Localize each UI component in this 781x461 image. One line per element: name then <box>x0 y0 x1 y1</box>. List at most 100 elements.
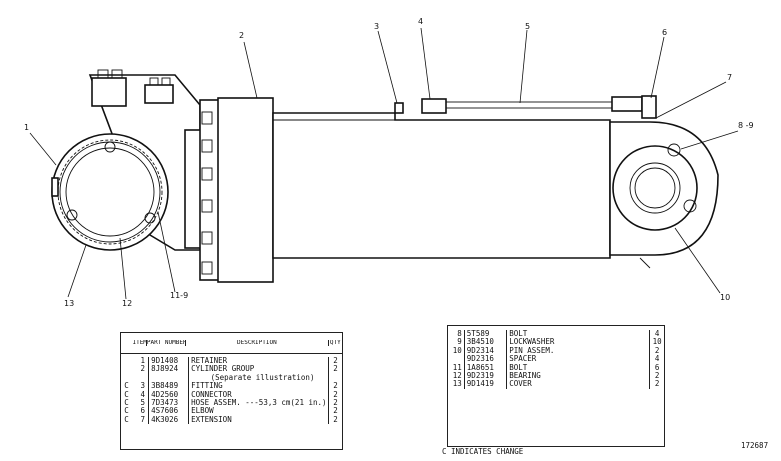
part-description: CYLINDER GROUP <box>189 365 330 374</box>
part-description: COVER <box>507 380 651 389</box>
part-qty: 6 <box>654 363 660 372</box>
item-number: 2 <box>132 365 150 374</box>
part-description: BOLT <box>507 363 651 372</box>
parts-table-right: 8 5T589 BOLT 4 9 3B4510 LOCKWASHER 10 10… <box>447 325 665 447</box>
part-number: 4K3026 <box>149 415 190 425</box>
item-number: 8 <box>448 330 465 339</box>
part-description: ELBOW <box>189 407 330 416</box>
table-row: (Separate illustration) <box>121 373 342 383</box>
part-description: (Separate illustration) <box>189 373 330 383</box>
change-mark <box>121 374 132 382</box>
table-header: ITEM NO. PART NUMBER DESCRIPTION QTY <box>121 333 342 354</box>
part-description: BOLT <box>507 330 651 339</box>
retainer-ring <box>51 133 169 251</box>
table-body: 1 9D1408 RETAINER 2 2 8J8924 CYLINDER GR… <box>121 357 342 425</box>
drawing-number: 172687 <box>741 441 769 450</box>
part-qty: 2 <box>333 415 338 424</box>
change-mark: C <box>124 390 129 399</box>
part-description: LOCKWASHER <box>507 338 651 347</box>
part-qty: 2 <box>333 357 338 365</box>
part-description: CONNECTOR <box>189 390 330 399</box>
callout-5: 5 <box>525 22 530 31</box>
change-mark: C <box>124 382 129 391</box>
table-row: C 7 4K3026 EXTENSION 2 <box>121 415 342 425</box>
item-number: 5 <box>132 398 150 408</box>
part-qty: 2 <box>333 398 338 407</box>
cylinder-barrel <box>272 112 611 259</box>
part-description: RETAINER <box>189 357 330 366</box>
callout-2: 2 <box>239 31 244 40</box>
change-mark <box>121 357 132 365</box>
callout-6: 6 <box>662 28 667 37</box>
part-number: 9D2314 <box>465 346 508 356</box>
header-part: PART NUMBER <box>146 340 187 346</box>
parts-table-left: ITEM NO. PART NUMBER DESCRIPTION QTY 1 9… <box>120 332 343 450</box>
table-row: C 3 3B8489 FITTING 2 <box>121 382 342 391</box>
item-number: 7 <box>132 415 150 425</box>
part-number: 9D1408 <box>149 357 190 366</box>
part-qty: 2 <box>333 407 338 416</box>
item-number: 4 <box>132 390 150 399</box>
change-mark <box>121 365 132 373</box>
callout-7: 7 <box>727 73 732 82</box>
callout-10: 10 <box>720 293 730 302</box>
item-number: 13 <box>448 380 465 389</box>
part-description: FITTING <box>189 382 330 391</box>
part-qty: 2 <box>654 371 660 380</box>
head-end-eye <box>609 121 719 269</box>
part-description: BEARING <box>507 371 651 381</box>
part-number: 9D1419 <box>465 380 508 389</box>
table-row: 12 9D2319 BEARING 2 <box>448 371 664 381</box>
part-qty: 4 <box>654 355 660 364</box>
left-head-bracket <box>51 69 201 251</box>
change-note: C INDICATES CHANGE <box>442 447 524 456</box>
item-number <box>448 355 465 364</box>
part-number: 4S7606 <box>149 407 190 416</box>
table-row: C 6 4S7606 ELBOW 2 <box>121 407 342 416</box>
part-number: 5T589 <box>465 330 508 339</box>
callout-8-9: 8 -9 <box>738 121 754 130</box>
change-mark: C <box>124 407 129 416</box>
item-number: 12 <box>448 371 465 381</box>
table-row: 11 1A8651 BOLT 6 <box>448 363 664 372</box>
part-number: 3B8489 <box>149 382 190 391</box>
callout-13: 13 <box>64 299 74 308</box>
callout-3: 3 <box>374 22 379 31</box>
part-qty: 2 <box>333 365 338 374</box>
header-qty: QTY <box>329 340 341 346</box>
part-number: 4D2560 <box>149 390 190 399</box>
part-qty: 2 <box>333 390 338 399</box>
item-number <box>132 373 149 383</box>
item-number: 6 <box>132 407 150 416</box>
table-row: 13 9D1419 COVER 2 <box>448 380 664 389</box>
part-description: PIN ASSEM. <box>507 346 651 356</box>
part-qty: 2 <box>654 380 660 389</box>
part-qty: 2 <box>654 346 660 355</box>
part-number: 7D3473 <box>149 398 190 408</box>
table-row: 2 8J8924 CYLINDER GROUP 2 <box>121 365 342 374</box>
callout-4: 4 <box>418 17 423 26</box>
table-row: 10 9D2314 PIN ASSEM. 2 <box>448 346 664 356</box>
part-number: 9D2319 <box>465 371 508 381</box>
item-number: 3 <box>132 382 150 391</box>
header-item: ITEM NO. <box>132 340 147 346</box>
part-qty <box>329 374 342 382</box>
table-row: 9 3B4510 LOCKWASHER 10 <box>448 338 664 347</box>
change-mark: C <box>124 398 129 407</box>
callout-11-9: 11-9 <box>170 291 188 300</box>
part-number: 1A8651 <box>465 363 508 372</box>
part-description: HOSE ASSEM. ---53,3 cm(21 in.) <box>189 398 330 408</box>
change-mark: C <box>124 415 129 424</box>
part-number <box>149 373 189 383</box>
item-number: 9 <box>448 338 465 347</box>
hose-assembly <box>394 95 657 119</box>
item-number: 10 <box>448 346 465 356</box>
table-row: C 4 4D2560 CONNECTOR 2 <box>121 390 342 399</box>
callout-1: 1 <box>24 123 29 132</box>
part-qty: 4 <box>654 330 660 338</box>
part-number: 8J8924 <box>149 365 190 374</box>
part-qty: 10 <box>652 338 662 347</box>
part-description: SPACER <box>507 355 651 364</box>
callout-12: 12 <box>122 299 132 308</box>
